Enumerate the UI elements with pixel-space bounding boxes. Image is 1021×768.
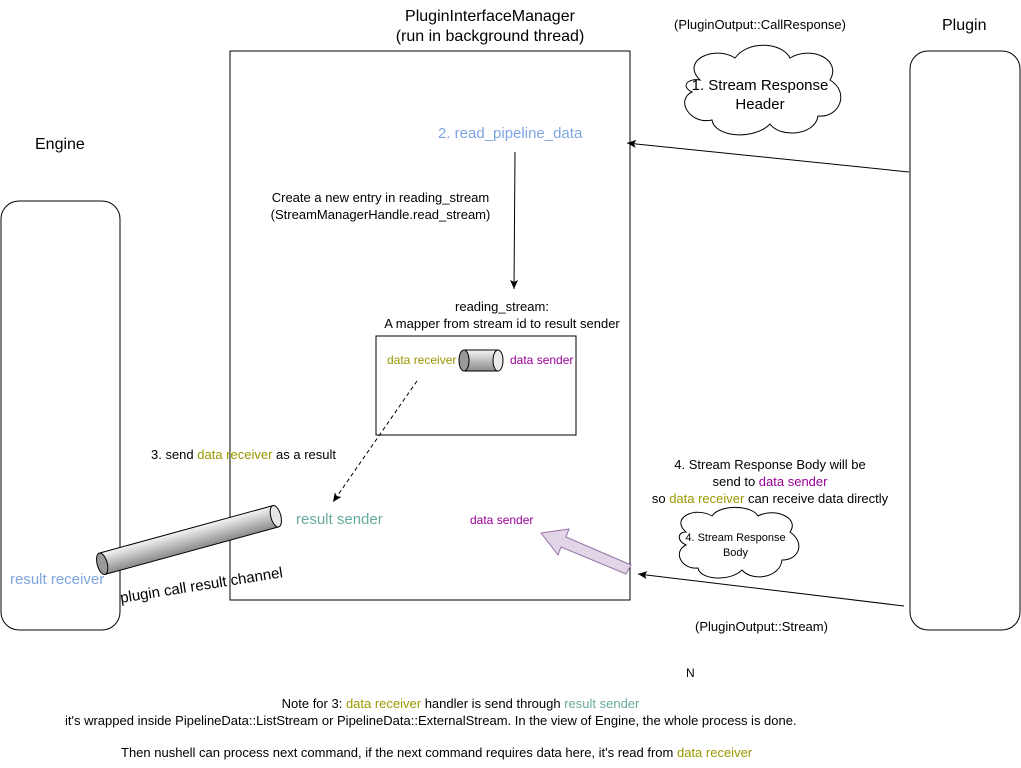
- reading-stream-caption: reading_stream: A mapper from stream id …: [362, 298, 642, 332]
- manager-title-line2: (run in background thread): [395, 28, 585, 45]
- result-channel-pipe: [96, 505, 282, 575]
- manager-title-line1: PluginInterfaceManager: [405, 8, 575, 25]
- header-cloud-text: 1. Stream Response Header: [680, 76, 840, 114]
- step4-line3-highlight: data receiver: [669, 491, 745, 506]
- send-result-dashed-arrow: [332, 380, 418, 503]
- engine-box[interactable]: [0, 200, 121, 631]
- step4-line3: so data receiver can receive data direct…: [630, 490, 910, 507]
- result-receiver-label: result receiver: [10, 571, 105, 588]
- note-line1-highlight1: data receiver: [345, 696, 422, 711]
- step4-text: 4. Stream Response Body will be send to …: [630, 456, 910, 507]
- stream-arrow: [637, 571, 905, 607]
- result-sender-label: result sender: [296, 511, 383, 528]
- header-cloud-line1: 1. Stream Response: [691, 77, 829, 94]
- header-cloud: [684, 44, 842, 136]
- reading-stream-data-receiver: data receiver: [387, 353, 457, 367]
- body-cloud-line2: Body: [722, 547, 749, 559]
- step4-line2-highlight: data sender: [758, 474, 828, 489]
- header-cloud-line2: Header: [735, 96, 785, 113]
- manager-title: PluginInterfaceManager (run in backgroun…: [360, 7, 620, 47]
- manager-box[interactable]: [229, 50, 631, 601]
- inner-data-sender-label: data sender: [470, 513, 534, 527]
- create-entry-text: Create a new entry in reading_stream (St…: [238, 189, 523, 223]
- step3-highlight: data receiver: [197, 447, 273, 462]
- call-response-label: (PluginOutput::CallResponse): [674, 17, 846, 32]
- step4-line2-prefix: send to: [712, 474, 759, 489]
- engine-label: Engine: [35, 136, 85, 153]
- step4-line3-prefix: so: [651, 491, 670, 506]
- note-line3-highlight: data receiver: [676, 745, 753, 760]
- step3-suffix: as a result: [272, 447, 337, 462]
- note-line1: Note for 3: data receiver handler is sen…: [0, 696, 921, 711]
- plugin-label: Plugin: [942, 17, 987, 34]
- header-arrow: [626, 139, 910, 173]
- read-pipeline-data-label: 2. read_pipeline_data: [438, 125, 583, 142]
- reading-stream-line1: reading_stream:: [455, 299, 549, 314]
- reading-stream-line2: A mapper from stream id to result sender: [384, 316, 620, 331]
- create-entry-line1: Create a new entry in reading_stream: [271, 190, 490, 205]
- data-flow-arrow: [540, 528, 632, 575]
- note-line1-mid: handler is send through: [421, 696, 565, 711]
- note-line3-prefix: Then nushell can process next command, i…: [121, 745, 677, 760]
- body-cloud-text: 4. Stream Response Body: [673, 531, 798, 561]
- step4-line2: send to data sender: [630, 473, 910, 490]
- body-cloud-line1: 4. Stream Response: [685, 532, 786, 544]
- note-line2: it's wrapped inside PipelineData::ListSt…: [65, 713, 797, 728]
- note-line1-highlight2: result sender: [564, 696, 640, 711]
- create-entry-line2: (StreamManagerHandle.read_stream): [270, 207, 491, 222]
- step3-label: 3. send data receiver as a result: [151, 447, 336, 462]
- step4-line1: 4. Stream Response Body will be: [674, 457, 866, 472]
- stray-letter: N: [686, 666, 695, 680]
- reading-stream-data-sender: data sender: [510, 353, 574, 367]
- reading-stream-cylinder: [458, 349, 504, 372]
- note-line3: Then nushell can process next command, i…: [121, 745, 752, 760]
- note-line1-prefix: Note for 3:: [281, 696, 346, 711]
- create-entry-arrow: [510, 151, 519, 290]
- stream-output-label: (PluginOutput::Stream): [695, 619, 828, 634]
- body-cloud: [678, 506, 800, 579]
- plugin-box[interactable]: [909, 50, 1021, 631]
- step3-prefix: 3. send: [151, 447, 198, 462]
- step4-line3-suffix: can receive data directly: [744, 491, 889, 506]
